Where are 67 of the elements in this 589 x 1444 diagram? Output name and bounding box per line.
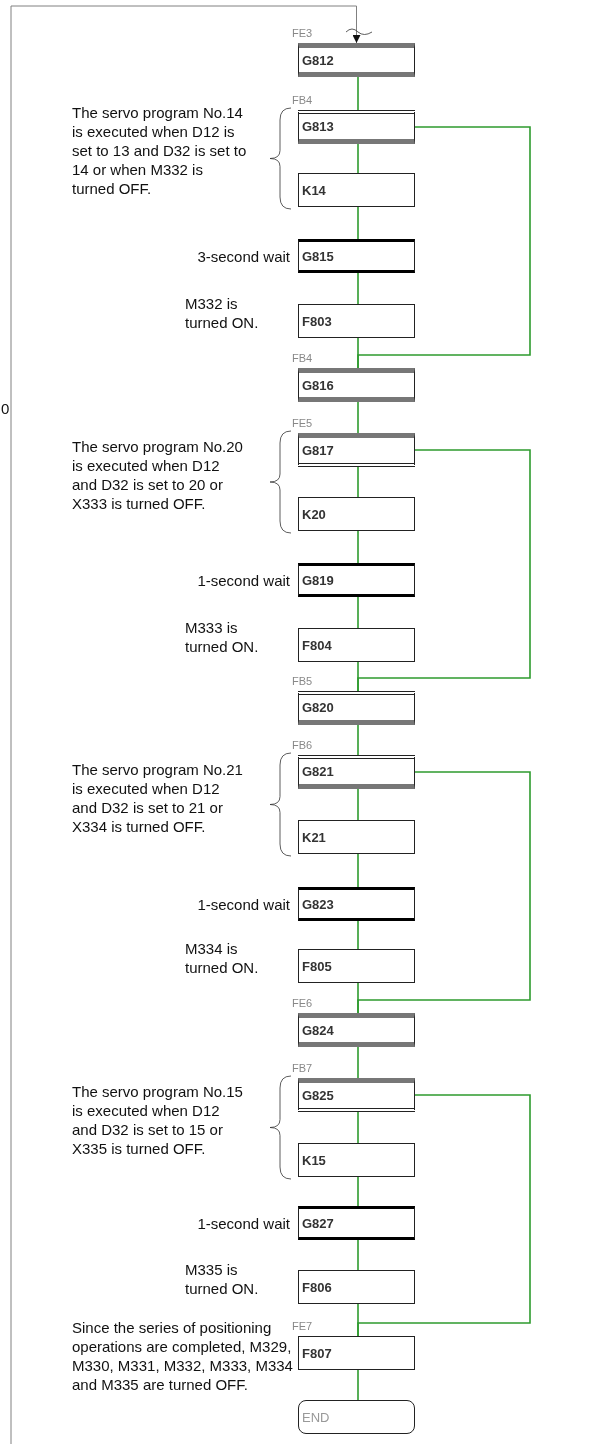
note-text: M333 is turned ON. — [185, 618, 260, 656]
step-label: FB4 — [292, 94, 313, 106]
connector-line — [357, 76, 359, 111]
note-text: 1-second wait — [197, 1214, 290, 1233]
note-text: The servo program No.20 is executed when D12 and D32 is set to 20 or X333 is turned OFF. — [72, 437, 244, 513]
note-text: M335 is turned ON. — [185, 1260, 260, 1298]
connector-line — [357, 1111, 359, 1144]
step-label: FB4 — [292, 352, 313, 364]
connector-line — [357, 143, 359, 174]
step-label: FE6 — [292, 997, 313, 1009]
step-box: G824 — [298, 1013, 415, 1047]
connector-line — [357, 1239, 359, 1271]
connector-line — [357, 596, 359, 629]
connector-line — [357, 530, 359, 564]
step-box: F804 — [298, 628, 415, 662]
connector-line — [357, 1046, 359, 1079]
connector-line — [357, 724, 359, 756]
step-box: G812 — [298, 43, 415, 77]
step-label: FE7 — [292, 1320, 313, 1332]
step-box: F807 — [298, 1336, 415, 1370]
step-label: FE3 — [292, 27, 313, 39]
step-label: FE5 — [292, 417, 313, 429]
note-text: The servo program No.15 is executed when D12 and D32 is set to 15 or X335 is turned OFF. — [72, 1082, 244, 1158]
return-arrow — [10, 5, 361, 1444]
step-box: G821 — [298, 755, 415, 789]
step-box: F806 — [298, 1270, 415, 1304]
step-box: K21 — [298, 820, 415, 854]
step-box: G813 — [298, 110, 415, 144]
note-text: 0 — [1, 399, 11, 418]
note-text: Since the series of positioning operations are completed, M329, M330, M331, M332, M333, M334 and M335 are turned OFF. — [72, 1318, 293, 1394]
note-text: The servo program No.21 is executed when D12 and D32 is set to 21 or X334 is turned OFF. — [72, 760, 244, 836]
step-label: FB5 — [292, 675, 313, 687]
step-box: F805 — [298, 949, 415, 983]
connector-line — [357, 920, 359, 950]
step-box: G815 — [298, 239, 415, 273]
connector-line — [357, 1369, 359, 1401]
step-box: F803 — [298, 304, 415, 338]
connector-line — [357, 788, 359, 821]
note-text: 1-second wait — [197, 571, 290, 590]
connector-line — [357, 1176, 359, 1207]
step-box: K14 — [298, 173, 415, 207]
connector-line — [357, 1094, 531, 1337]
note-text: 1-second wait — [197, 895, 290, 914]
step-label: FB7 — [292, 1062, 313, 1074]
note-text: M334 is turned ON. — [185, 939, 260, 977]
step-box: G817 — [298, 433, 415, 467]
step-box: G825 — [298, 1078, 415, 1112]
connector-line — [357, 401, 359, 434]
step-box: K15 — [298, 1143, 415, 1177]
connector-line — [357, 449, 531, 692]
connector-line — [357, 126, 531, 369]
step-box: G820 — [298, 691, 415, 725]
connector-line — [357, 771, 531, 1014]
terminal-box: END — [298, 1400, 415, 1434]
note-text: M332 is turned ON. — [185, 294, 260, 332]
connector-line — [357, 272, 359, 305]
step-box: G816 — [298, 368, 415, 402]
connector-line — [357, 853, 359, 888]
step-label: FB6 — [292, 739, 313, 751]
step-box: G819 — [298, 563, 415, 597]
step-box: K20 — [298, 497, 415, 531]
connector-line — [357, 466, 359, 498]
step-box: G823 — [298, 887, 415, 921]
step-box: G827 — [298, 1206, 415, 1240]
connector-line — [357, 206, 359, 240]
note-text: The servo program No.14 is executed when D12 is set to 13 and D32 is set to 14 or when M332 is turned OFF. — [72, 103, 248, 198]
note-text: 3-second wait — [197, 247, 290, 266]
